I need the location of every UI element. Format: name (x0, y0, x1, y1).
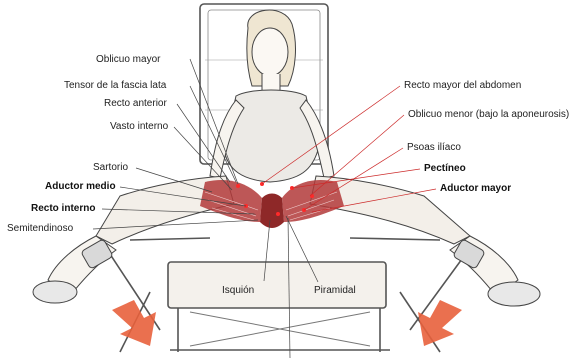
label-aductor-mayor: Aductor mayor (440, 183, 511, 195)
label-pectineo: Pectíneo (424, 163, 466, 175)
left-arrow-icon (112, 300, 156, 346)
label-psoas-iliaco: Psoas ilíaco (407, 142, 461, 154)
label-recto-anterior: Recto anterior (104, 98, 167, 110)
label-recto-interno: Recto interno (31, 203, 95, 215)
label-tensor-fascia-lata: Tensor de la fascia lata (64, 80, 166, 92)
right-arrow-icon (418, 300, 462, 346)
label-oblicuo-mayor: Oblicuo mayor (96, 54, 160, 66)
label-oblicuo-menor: Oblicuo menor (bajo la aponeurosis) (408, 109, 569, 121)
label-semitendinoso: Semitendinoso (7, 223, 73, 235)
label-piramidal: Piramidal (314, 285, 356, 297)
label-vasto-interno: Vasto interno (110, 121, 168, 133)
highlighted-muscles (200, 180, 344, 228)
label-isquion: Isquión (222, 285, 254, 297)
label-recto-mayor-abdomen: Recto mayor del abdomen (404, 80, 521, 92)
label-sartorio: Sartorio (93, 162, 128, 174)
label-aductor-medio: Aductor medio (45, 181, 116, 193)
